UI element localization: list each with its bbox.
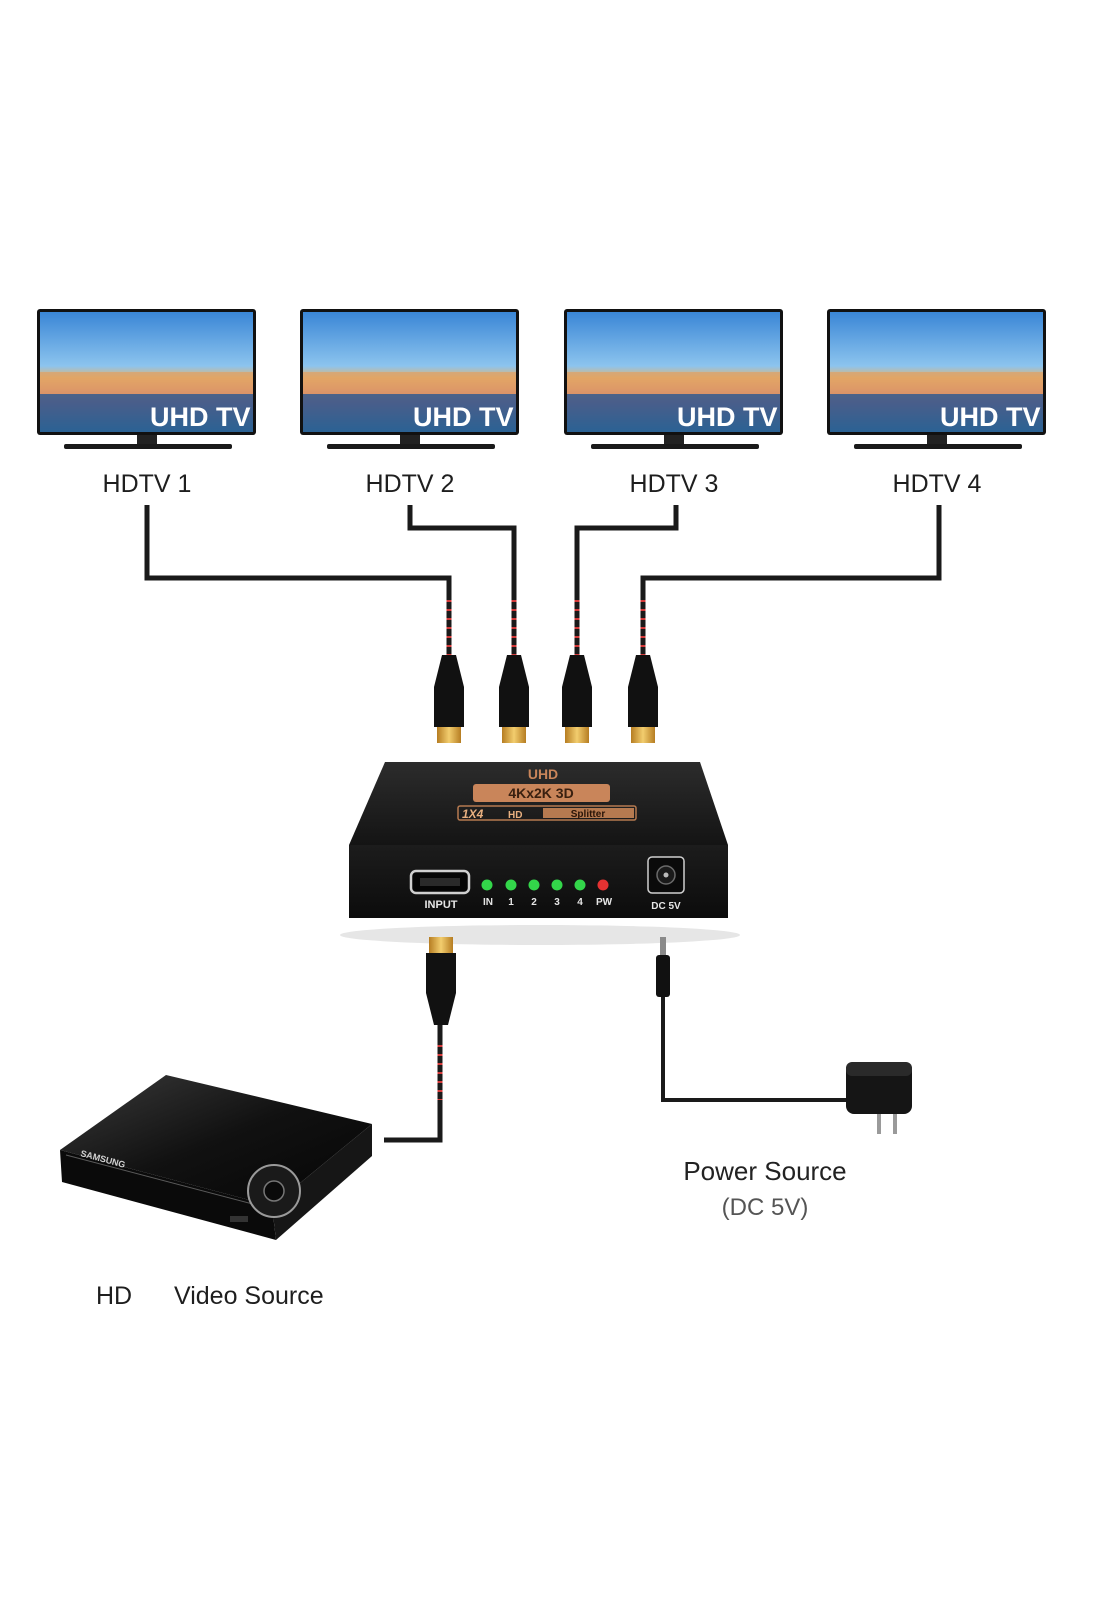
power-adapter-icon bbox=[846, 1062, 912, 1134]
led-2 bbox=[528, 879, 540, 891]
tv-2-screen-text: UHD TV bbox=[413, 402, 514, 432]
led-in bbox=[481, 879, 493, 891]
led-label-3: 3 bbox=[554, 897, 560, 908]
led-4 bbox=[574, 879, 586, 891]
hdmi-input-plug bbox=[426, 937, 456, 1025]
video-source-label: Video Source bbox=[174, 1282, 324, 1310]
power-source-label: Power Source bbox=[683, 1156, 847, 1186]
tv-1-label: HDTV 1 bbox=[102, 470, 192, 498]
tv-2 bbox=[300, 309, 519, 449]
video-source-prefix: HD bbox=[96, 1282, 133, 1310]
tv-1-screen-text: UHD TV bbox=[150, 402, 251, 432]
tv-4-label: HDTV 4 bbox=[892, 470, 982, 498]
led-pw bbox=[597, 879, 609, 891]
video-player-device bbox=[60, 1075, 372, 1240]
splitter-model-name: Splitter bbox=[571, 809, 606, 820]
power-source-spec: (DC 5V) bbox=[721, 1194, 809, 1221]
splitter-model: 1X4 bbox=[462, 807, 484, 821]
led-label-in: IN bbox=[483, 897, 493, 908]
led-label-1: 1 bbox=[508, 897, 514, 908]
power-plug bbox=[656, 937, 670, 997]
hdmi-plug-3 bbox=[562, 655, 592, 743]
led-label-4: 4 bbox=[577, 897, 583, 908]
power-cable bbox=[661, 997, 848, 1102]
tv-3-screen-text: UHD TV bbox=[677, 402, 778, 432]
braided-cable-sections bbox=[446, 600, 646, 655]
tv-4 bbox=[827, 309, 1046, 449]
tv-3 bbox=[564, 309, 783, 449]
input-port-label: INPUT bbox=[425, 899, 458, 911]
led-label-pw: PW bbox=[596, 897, 613, 908]
hdmi-plug-4 bbox=[628, 655, 658, 743]
tv-2-label: HDTV 2 bbox=[365, 470, 455, 498]
input-cable bbox=[384, 1025, 443, 1143]
splitter-badge-text: 4Kx2K 3D bbox=[508, 785, 573, 801]
hdmi-plug-1 bbox=[434, 655, 464, 743]
led-label-2: 2 bbox=[531, 897, 537, 908]
tv-4-screen-text: UHD TV bbox=[940, 402, 1041, 432]
led-1 bbox=[505, 879, 517, 891]
output-cables bbox=[144, 505, 942, 600]
tv-3-label: HDTV 3 bbox=[629, 470, 719, 498]
tv-1 bbox=[37, 309, 256, 449]
dc-jack-label: DC 5V bbox=[651, 901, 681, 912]
splitter-badge bbox=[473, 784, 610, 802]
led-3 bbox=[551, 879, 563, 891]
hdmi-splitter bbox=[340, 762, 740, 945]
splitter-model-hd: HD bbox=[508, 810, 522, 821]
hdmi-plug-2 bbox=[499, 655, 529, 743]
splitter-title: UHD bbox=[528, 766, 558, 782]
